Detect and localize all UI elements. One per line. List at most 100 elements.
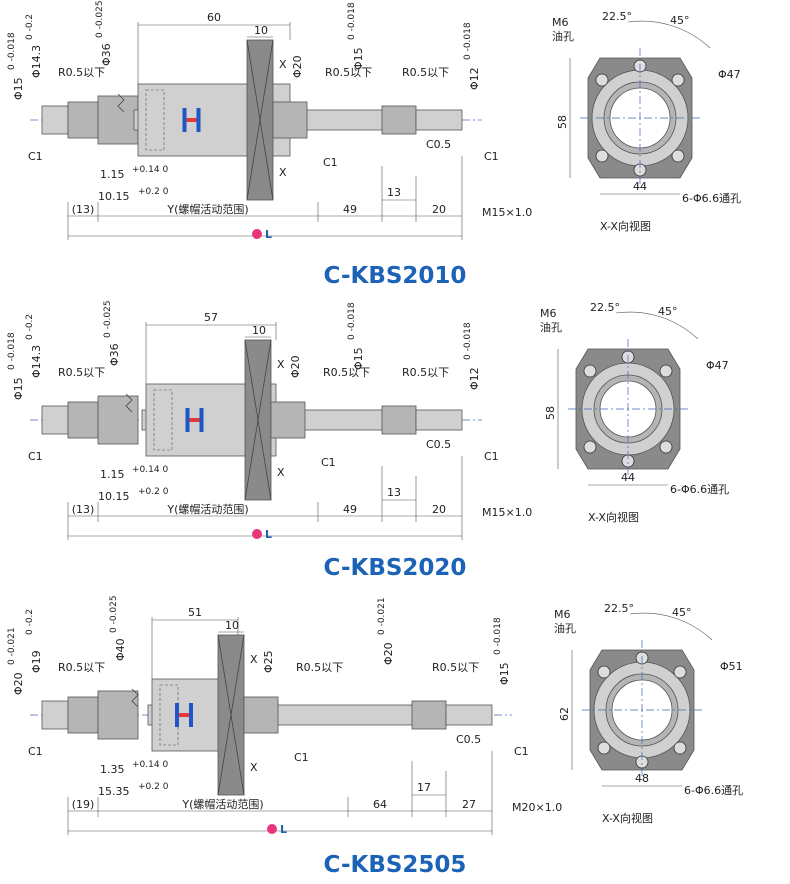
flange-width-dim: 10 — [254, 24, 268, 37]
mid2-tolerance: 0 -0.021 — [377, 597, 387, 635]
bolt-hole — [671, 149, 685, 163]
bearing-seat — [97, 690, 139, 740]
shaft-diameter-label: Φ20 — [12, 672, 25, 695]
dim-20: 27 — [462, 798, 476, 811]
nut-length-dim: 51 — [188, 606, 202, 619]
side-diameter-label: Φ47 — [718, 68, 741, 81]
left-journal — [41, 105, 69, 135]
end-tolerance: 0 -0.018 — [463, 322, 473, 360]
bearing-seat — [97, 395, 139, 445]
chamfer-c05-label: C0.5 — [426, 438, 451, 451]
chamfer-left-label: C1 — [28, 150, 43, 163]
radius-mid-label: R0.5以下 — [323, 366, 370, 379]
h-logo-left — [182, 108, 187, 132]
section-x-top: X — [279, 58, 287, 71]
l-badge — [252, 529, 262, 539]
gap1-dim: 1.15 — [100, 168, 125, 181]
chamfer-left-label: C1 — [28, 450, 43, 463]
l-badge — [252, 229, 262, 239]
gap1-tolerance: +0.14 0 — [132, 465, 168, 475]
h-logo-right — [199, 408, 204, 432]
h-logo-left — [185, 408, 190, 432]
thread-label: M20×1.0 — [512, 801, 562, 814]
m6-label: M6 — [552, 16, 569, 29]
end-tolerance: 0 -0.018 — [493, 617, 503, 655]
view-caption: X-X向视图 — [588, 510, 639, 524]
chamfer-c05-label: C0.5 — [426, 138, 451, 151]
gap2-dim: 15.35 — [98, 785, 130, 798]
side-height-dim: 58 — [556, 115, 569, 129]
gap2-tolerance: +0.2 0 — [138, 187, 169, 197]
shaft-tolerance: 0 -0.018 — [7, 32, 17, 70]
radius-right-label: R0.5以下 — [402, 366, 449, 379]
nut-tolerance: 0 -0.025 — [95, 0, 105, 38]
radius-left-label: R0.5以下 — [58, 366, 105, 379]
nut-length-dim: 57 — [204, 311, 218, 324]
side-diameter-label: Φ47 — [706, 359, 729, 372]
dim-20: 20 — [432, 503, 446, 516]
dim-49: 49 — [343, 203, 357, 216]
side-width-dim: 44 — [633, 180, 647, 193]
radius-mid-label: R0.5以下 — [296, 661, 343, 674]
bolt-hole — [673, 665, 687, 679]
angle-45-label: 45° — [658, 305, 678, 318]
mid2-diameter-label: Φ20 — [382, 642, 395, 665]
shaft-diameter-label: Φ15 — [12, 77, 25, 100]
oil-hole-label: 油孔 — [552, 29, 574, 43]
mid-diameter-label: Φ25 — [262, 650, 275, 673]
m6-label: M6 — [554, 608, 571, 621]
holes-label: 6-Φ6.6通孔 — [670, 483, 729, 496]
step-diameter-label: Φ14.3 — [30, 345, 43, 378]
radius-right-label: R0.5以下 — [432, 661, 479, 674]
dim-y-travel: Y(螺帽活动范围) — [166, 202, 248, 216]
left-step — [67, 101, 99, 139]
mid2-tolerance: 0 -0.018 — [347, 2, 357, 40]
dim-y-travel: Y(螺帽活动范围) — [181, 797, 263, 811]
l-badge — [267, 824, 277, 834]
dim-left-13: (13) — [72, 203, 95, 216]
right-end — [415, 409, 463, 431]
dim-20: 20 — [432, 203, 446, 216]
bolt-hole — [583, 440, 597, 454]
gap1-dim: 1.35 — [100, 763, 125, 776]
h-logo-bar — [189, 418, 200, 422]
left-step — [67, 696, 99, 734]
shaft-diameter-label: Φ15 — [12, 377, 25, 400]
gap1-dim: 1.15 — [100, 468, 125, 481]
chamfer-right-label: C1 — [514, 745, 529, 758]
section-x-top: X — [277, 358, 285, 371]
side-height-dim: 62 — [558, 707, 571, 721]
gap1-tolerance: +0.14 0 — [132, 165, 168, 175]
bearing-seat — [97, 95, 139, 145]
end-diameter-label: Φ12 — [468, 367, 481, 390]
right-step — [381, 105, 417, 135]
bolt-hole — [671, 73, 685, 87]
nut-length-dim: 60 — [207, 11, 221, 24]
chamfer-c05-label: C0.5 — [456, 733, 481, 746]
dim-49: 49 — [343, 503, 357, 516]
h-logo-bar — [186, 118, 197, 122]
oil-hole-label: 油孔 — [554, 621, 576, 635]
bolt-hole — [595, 73, 609, 87]
end-diameter-label: Φ15 — [498, 662, 511, 685]
bolt-hole — [673, 741, 687, 755]
step-tolerance: 0 -0.2 — [25, 609, 35, 635]
end-tolerance: 0 -0.018 — [463, 22, 473, 60]
section-x-bottom: X — [279, 166, 287, 179]
h-logo-bar — [179, 713, 189, 717]
chamfer-right-label: C1 — [484, 450, 499, 463]
right-end — [415, 109, 463, 131]
bolt-hole — [659, 440, 673, 454]
mid-diameter-label: Φ20 — [289, 355, 302, 378]
h-logo-right — [189, 703, 193, 727]
left-journal — [41, 700, 69, 730]
shaft-tolerance: 0 -0.021 — [7, 627, 17, 665]
bolt-hole — [595, 149, 609, 163]
